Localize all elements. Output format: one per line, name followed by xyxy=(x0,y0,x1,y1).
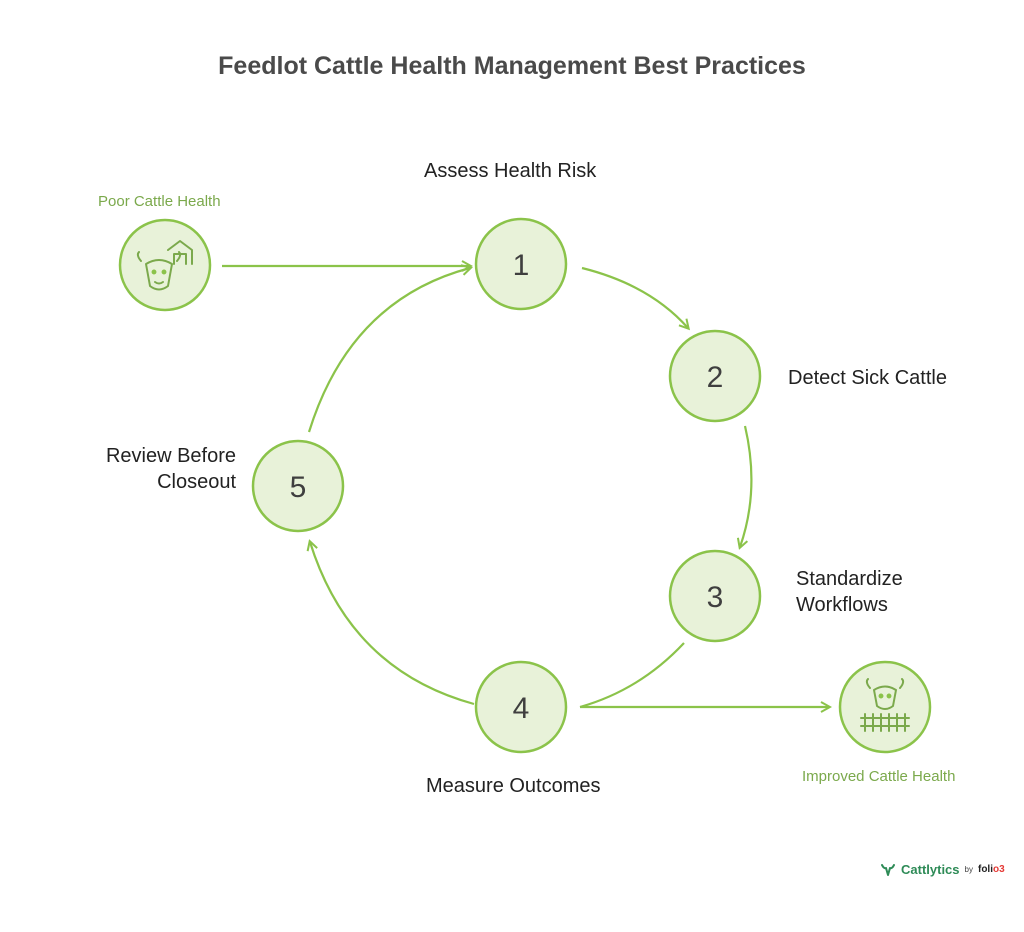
arrow-3-to-4 xyxy=(579,642,685,709)
step-label-3-line-1: Standardize xyxy=(796,568,903,590)
step-label-4: Measure Outcomes xyxy=(426,775,601,797)
step-node-5: 5 xyxy=(251,439,345,533)
step-label-5-line-1: Review Before xyxy=(105,445,236,467)
step-label-3-line-2: Workflows xyxy=(796,594,888,616)
step-label-5-line-2: Closeout xyxy=(157,471,236,493)
step-number-5: 5 xyxy=(290,471,307,504)
start-node xyxy=(118,218,212,312)
arrow-1-to-2 xyxy=(581,266,688,328)
step-node-3: 3 xyxy=(668,549,762,643)
step-number-1: 1 xyxy=(513,249,530,282)
cow-fence-icon xyxy=(860,678,910,732)
arrow-5-to-1 xyxy=(307,268,470,433)
step-number-2: 2 xyxy=(707,361,724,394)
brand-by: by xyxy=(964,865,973,874)
page-title: Feedlot Cattle Health Management Best Pr… xyxy=(218,52,806,80)
cow-barn-icon xyxy=(136,240,193,291)
step-node-2: 2 xyxy=(668,329,762,423)
brand-partner: folio3 xyxy=(977,864,1005,875)
brand-cow-icon xyxy=(881,863,895,876)
end-label: Improved Cattle Health xyxy=(802,768,956,785)
step-label-1: Assess Health Risk xyxy=(424,160,597,182)
brand-logo: Cattlytics by folio3 xyxy=(880,862,1005,877)
arrow-4-to-5 xyxy=(310,542,475,706)
step-label-3: Standardize Workflows xyxy=(796,566,903,618)
brand-name: Cattlytics xyxy=(901,862,960,877)
step-label-5: Review Before Closeout xyxy=(96,443,236,495)
step-node-1: 1 xyxy=(474,217,568,311)
start-label: Poor Cattle Health xyxy=(98,193,221,210)
end-node xyxy=(838,660,932,754)
step-label-2: Detect Sick Cattle xyxy=(788,367,947,389)
step-number-3: 3 xyxy=(707,581,724,614)
arrow-2-to-3 xyxy=(740,425,753,547)
step-number-4: 4 xyxy=(513,692,530,725)
step-node-4: 4 xyxy=(474,660,568,754)
